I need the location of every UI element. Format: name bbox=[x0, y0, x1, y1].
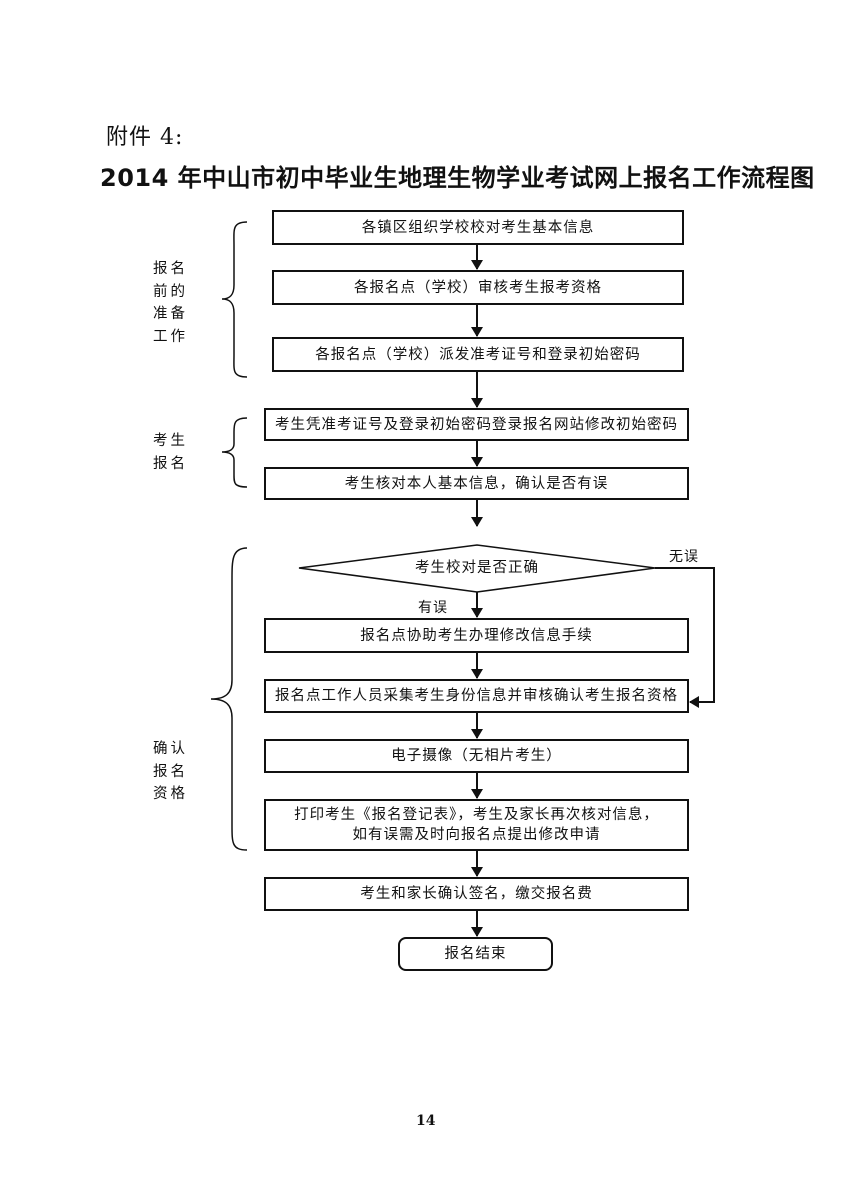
arrow-decision-bypass bbox=[655, 567, 715, 708]
step-check-own-info: 考生核对本人基本信息，确认是否有误 bbox=[264, 467, 689, 500]
end-terminal: 报名结束 bbox=[398, 937, 553, 971]
phase-label-line: 报名 bbox=[153, 763, 188, 780]
step-print-form: 打印考生《报名登记表》，考生及家长再次核对信息， 如有误需及时向报名点提出修改申… bbox=[264, 799, 689, 851]
step-print-form-line: 如有误需及时向报名点提出修改申请 bbox=[352, 827, 601, 843]
step-assist-modification: 报名点协助考生办理修改信息手续 bbox=[264, 618, 689, 653]
step-print-form-line: 打印考生《报名登记表》，考生及家长再次核对信息， bbox=[294, 807, 659, 823]
phase-label-line: 报名 bbox=[153, 455, 188, 472]
phase-label-line: 报名 bbox=[153, 261, 188, 277]
phase-label-line: 前的 bbox=[153, 283, 188, 300]
brace-phase-register bbox=[221, 417, 248, 488]
phase-label-line: 资格 bbox=[153, 786, 188, 802]
phase-label-line: 工作 bbox=[153, 328, 188, 345]
phase-label-line: 确认 bbox=[153, 741, 188, 757]
decision-text: 考生校对是否正确 bbox=[415, 560, 539, 576]
page-number: 14 bbox=[416, 1113, 436, 1129]
brace-phase-prep bbox=[221, 221, 248, 378]
step-review-eligibility: 各报名点（学校）审核考生报考资格 bbox=[272, 270, 684, 305]
phase-label-register: 考生 报名 bbox=[153, 430, 193, 475]
edge-label-has-error: 有误 bbox=[418, 600, 448, 616]
phase-label-line: 准备 bbox=[153, 306, 188, 322]
step-sign-and-pay: 考生和家长确认签名，缴交报名费 bbox=[264, 877, 689, 911]
phase-label-confirm: 确认 报名 资格 bbox=[153, 738, 193, 806]
step-distribute-credentials: 各报名点（学校）派发准考证号和登录初始密码 bbox=[272, 337, 684, 372]
brace-phase-confirm bbox=[210, 547, 248, 851]
page-title: 2014 年中山市初中毕业生地理生物学业考试网上报名工作流程图 bbox=[100, 164, 815, 192]
step-photo-capture: 电子摄像（无相片考生） bbox=[264, 739, 689, 773]
phase-label-prep: 报名 前的 准备 工作 bbox=[153, 258, 193, 348]
edge-label-no-error: 无误 bbox=[669, 549, 699, 565]
annex-label: 附件 4: bbox=[106, 125, 184, 150]
step-login-change-password: 考生凭准考证号及登录初始密码登录报名网站修改初始密码 bbox=[264, 408, 689, 441]
step-verify-info: 各镇区组织学校校对考生基本信息 bbox=[272, 210, 684, 245]
phase-label-line: 考生 bbox=[153, 433, 188, 449]
step-collect-identity: 报名点工作人员采集考生身份信息并审核确认考生报名资格 bbox=[264, 679, 689, 713]
